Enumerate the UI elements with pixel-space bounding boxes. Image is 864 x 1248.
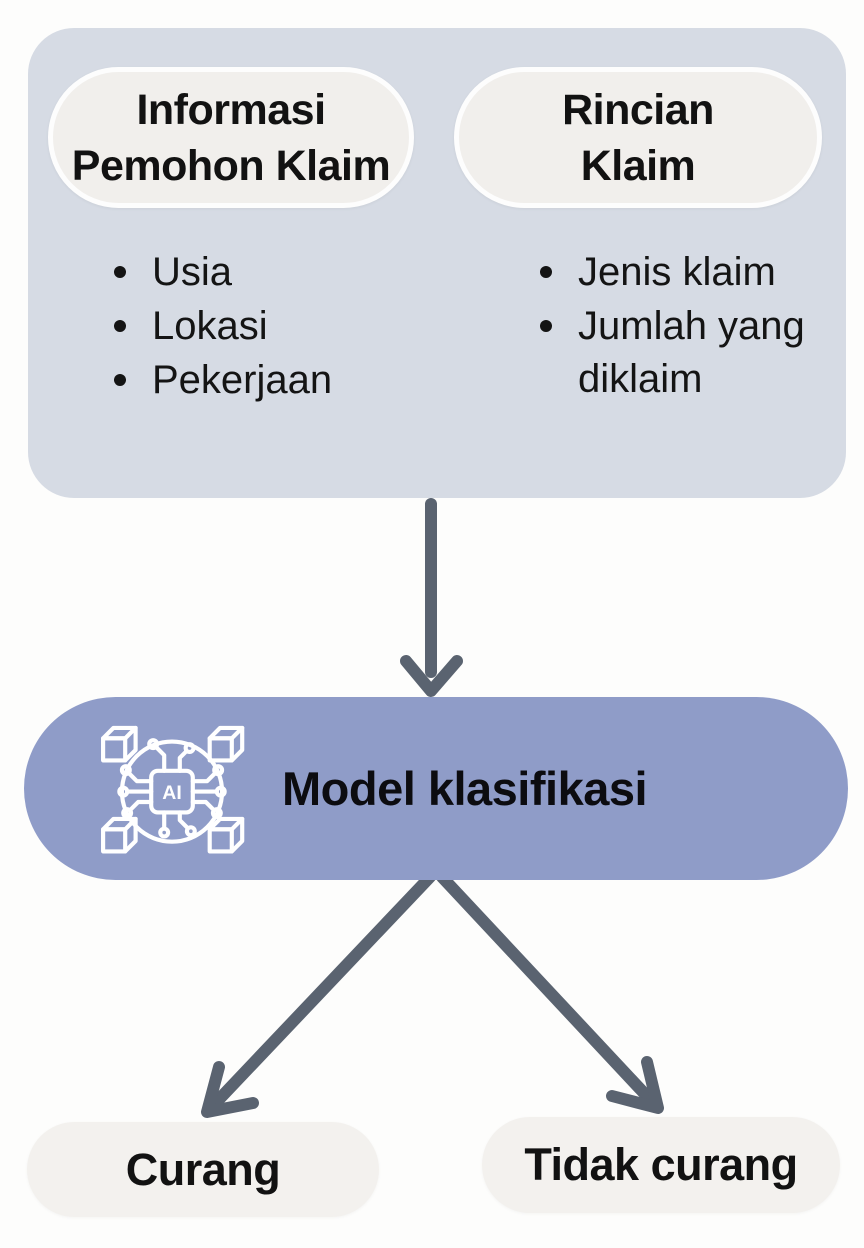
group-title-line: Rincian — [562, 85, 714, 134]
cube-bottom-left — [101, 816, 138, 853]
ai-chip-label: AI — [162, 781, 182, 803]
list-item: Jumlah yang diklaim — [532, 300, 814, 406]
output-label: Curang — [125, 1143, 281, 1195]
input-list-pemohon: Usia Lokasi Pekerjaan — [106, 246, 396, 407]
model-label: Model klasifikasi — [282, 762, 648, 815]
model-node: AI Model klasifikasi — [24, 697, 848, 880]
cube-top-left — [101, 725, 138, 762]
group-title-line: Pemohon Klaim — [71, 141, 391, 190]
arrow-model-to-curang — [201, 871, 436, 1118]
list-item: Jenis klaim — [532, 246, 814, 299]
output-curang: Curang — [27, 1122, 379, 1217]
cube-bottom-right — [207, 816, 245, 853]
inputs-panel: Informasi Pemohon Klaim Usia Lokasi Peke… — [28, 28, 846, 498]
group-title-line: Klaim — [580, 141, 696, 190]
list-item: Lokasi — [106, 300, 396, 353]
arrow-model-to-tidak-curang — [436, 871, 664, 1114]
input-group-rincian-klaim: Rincian Klaim Jenis klaim Jumlah yang di… — [454, 28, 822, 406]
ai-chip-circuit-icon: AI — [101, 725, 245, 853]
output-tidak-curang: Tidak curang — [482, 1117, 840, 1213]
input-list-rincian: Jenis klaim Jumlah yang diklaim — [532, 246, 814, 406]
group-title-pill-pemohon: Informasi Pemohon Klaim — [48, 67, 414, 208]
output-label: Tidak curang — [524, 1139, 798, 1190]
arrow-inputs-to-model — [400, 498, 463, 697]
group-title-pill-rincian: Rincian Klaim — [454, 67, 822, 208]
input-group-pemohon-klaim: Informasi Pemohon Klaim Usia Lokasi Peke… — [48, 28, 414, 407]
cube-top-right — [207, 725, 245, 762]
list-item: Pekerjaan — [106, 354, 396, 407]
group-title-line: Informasi — [136, 85, 326, 134]
list-item: Usia — [106, 246, 396, 299]
